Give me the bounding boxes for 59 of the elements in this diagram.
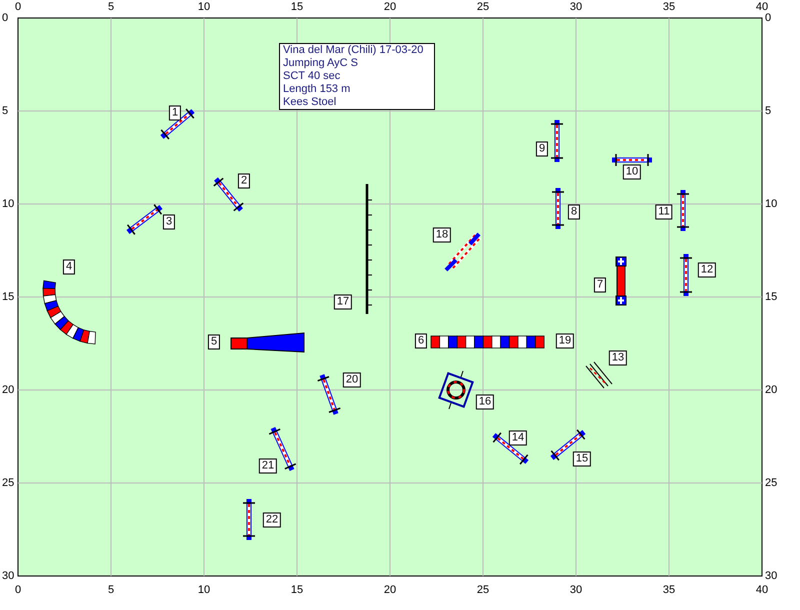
axis-tick-label: 40 bbox=[756, 1, 768, 13]
callout-number: 9 bbox=[536, 142, 548, 156]
axis-tick-label: 0 bbox=[14, 1, 22, 14]
axis-tick-label: 35 bbox=[662, 584, 676, 597]
callout-number: 8 bbox=[568, 204, 580, 220]
callout-number: 22 bbox=[262, 512, 282, 528]
callout-number: 12 bbox=[698, 262, 716, 278]
course-info-text: Length 153 m bbox=[283, 83, 350, 96]
axis-tick-label: 15 bbox=[290, 584, 304, 597]
course-info-text: Jumping AyC S bbox=[283, 57, 358, 70]
callout-number: 14 bbox=[508, 430, 528, 446]
axis-tick-label: 5 bbox=[108, 1, 114, 14]
axis-tick-label: 20 bbox=[384, 584, 396, 597]
axis-tick-label: 10 bbox=[198, 584, 210, 597]
axis-tick-label: 0 bbox=[765, 12, 772, 25]
axis-tick-label: 15 bbox=[290, 1, 304, 14]
course-info-text: Kees Stoel bbox=[283, 96, 336, 109]
axis-tick-label: 5 bbox=[2, 105, 8, 118]
axis-tick-label: 10 bbox=[2, 198, 14, 211]
callout-number: 21 bbox=[258, 458, 278, 474]
axis-tick-label: 0 bbox=[2, 12, 8, 25]
callout-number: 7 bbox=[594, 278, 606, 292]
callout-number: 16 bbox=[476, 394, 494, 410]
callout-number: 18 bbox=[432, 228, 452, 242]
axis-tick-label: 15 bbox=[2, 291, 14, 304]
axis-tick-label: 25 bbox=[476, 1, 490, 14]
axis-tick-label: 25 bbox=[765, 477, 778, 490]
callout-number: 13 bbox=[608, 350, 628, 366]
callout-number: 11 bbox=[655, 204, 673, 220]
course-info-text: Vina del Mar (Chili) 17-03-20 bbox=[283, 44, 424, 57]
axis-tick-label: 20 bbox=[765, 384, 778, 397]
axis-tick-label: 20 bbox=[384, 1, 396, 14]
axis-tick-label: 35 bbox=[662, 1, 676, 14]
axis-tick-label: 5 bbox=[108, 584, 114, 597]
axis-tick-label: 40 bbox=[756, 584, 768, 597]
callout-number: 17 bbox=[334, 294, 352, 310]
axis-tick-label: 30 bbox=[570, 1, 582, 14]
axis-tick-label: 30 bbox=[570, 584, 582, 597]
callout-number: 20 bbox=[342, 372, 362, 388]
callout-number: 3 bbox=[162, 214, 176, 230]
callout-number: 5 bbox=[208, 334, 220, 350]
callout-number: 4 bbox=[62, 260, 76, 274]
axis-tick-label: 20 bbox=[2, 384, 14, 397]
callout-number: 10 bbox=[622, 164, 642, 180]
axis-tick-label: 30 bbox=[765, 570, 778, 583]
callout-number: 15 bbox=[572, 452, 592, 466]
callout-number: 1 bbox=[168, 106, 182, 120]
callout-number: 19 bbox=[556, 334, 574, 348]
callout-number: 6 bbox=[414, 334, 428, 348]
course-info-text: SCT 40 sec bbox=[283, 70, 340, 83]
callout-number: 2 bbox=[238, 174, 250, 188]
axis-tick-label: 15 bbox=[765, 291, 778, 304]
axis-tick-label: 10 bbox=[765, 198, 778, 211]
axis-tick-label: 25 bbox=[2, 477, 14, 490]
axis-tick-label: 25 bbox=[476, 584, 490, 597]
axis-tick-label: 10 bbox=[198, 1, 210, 14]
axis-tick-label: 5 bbox=[765, 105, 772, 118]
axis-tick-label: 0 bbox=[14, 584, 22, 597]
axis-tick-label: 30 bbox=[2, 570, 14, 583]
